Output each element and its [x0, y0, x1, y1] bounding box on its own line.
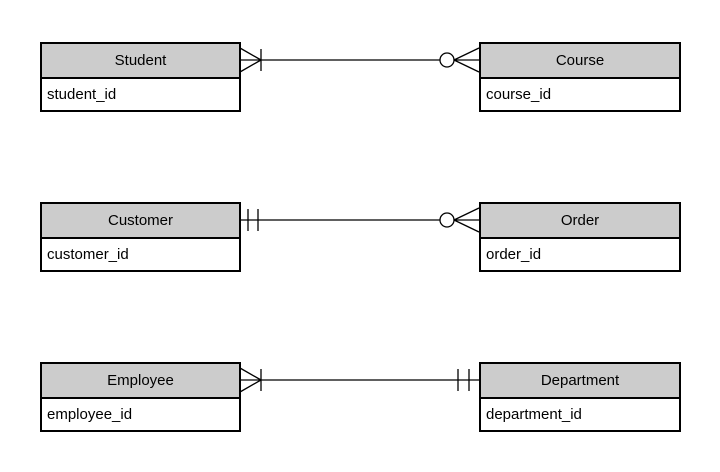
- attribute-label: customer_id: [47, 246, 129, 263]
- entity-department-header: Department: [481, 364, 679, 399]
- attribute-label: department_id: [486, 406, 582, 423]
- entity-order-attribute-row: order_id: [481, 239, 679, 270]
- relationship-customer-order: [240, 207, 480, 233]
- entity-course-header: Course: [481, 44, 679, 79]
- entity-title: Customer: [107, 212, 174, 229]
- entity-department-attribute-row: department_id: [481, 399, 679, 430]
- entity-order-header: Order: [481, 204, 679, 239]
- crows-foot-many-icon: [453, 207, 480, 233]
- crows-foot-many-icon: [239, 367, 262, 393]
- entity-customer[interactable]: Customer customer_id: [40, 202, 241, 272]
- attribute-label: employee_id: [47, 406, 133, 423]
- attribute-label: order_id: [486, 246, 542, 263]
- entity-title: Order: [560, 212, 600, 229]
- entity-course-attribute-row: course_id: [481, 79, 679, 110]
- crows-foot-many-icon: [239, 47, 262, 73]
- entity-title: Course: [555, 52, 605, 69]
- entity-student[interactable]: Student student_id: [40, 42, 241, 112]
- relationship-student-course: [239, 47, 480, 73]
- entity-department[interactable]: Department department_id: [479, 362, 681, 432]
- zero-circle-icon: [439, 52, 455, 68]
- attribute-label: student_id: [47, 86, 117, 103]
- entity-student-header: Student: [42, 44, 239, 79]
- entity-customer-attribute-row: customer_id: [42, 239, 239, 270]
- relationship-employee-department: [239, 367, 479, 393]
- entity-customer-header: Customer: [42, 204, 239, 239]
- entity-title: Department: [540, 372, 620, 389]
- entity-title: Student: [114, 52, 167, 69]
- entity-employee-attribute-row: employee_id: [42, 399, 239, 430]
- attribute-label: course_id: [486, 86, 552, 103]
- zero-circle-icon: [439, 212, 455, 228]
- entity-employee-header: Employee: [42, 364, 239, 399]
- entity-employee[interactable]: Employee employee_id: [40, 362, 241, 432]
- entity-title: Employee: [107, 372, 174, 389]
- crows-foot-many-icon: [453, 47, 480, 73]
- entity-course[interactable]: Course course_id: [479, 42, 681, 112]
- entity-student-attribute-row: student_id: [42, 79, 239, 110]
- entity-order[interactable]: Order order_id: [479, 202, 681, 272]
